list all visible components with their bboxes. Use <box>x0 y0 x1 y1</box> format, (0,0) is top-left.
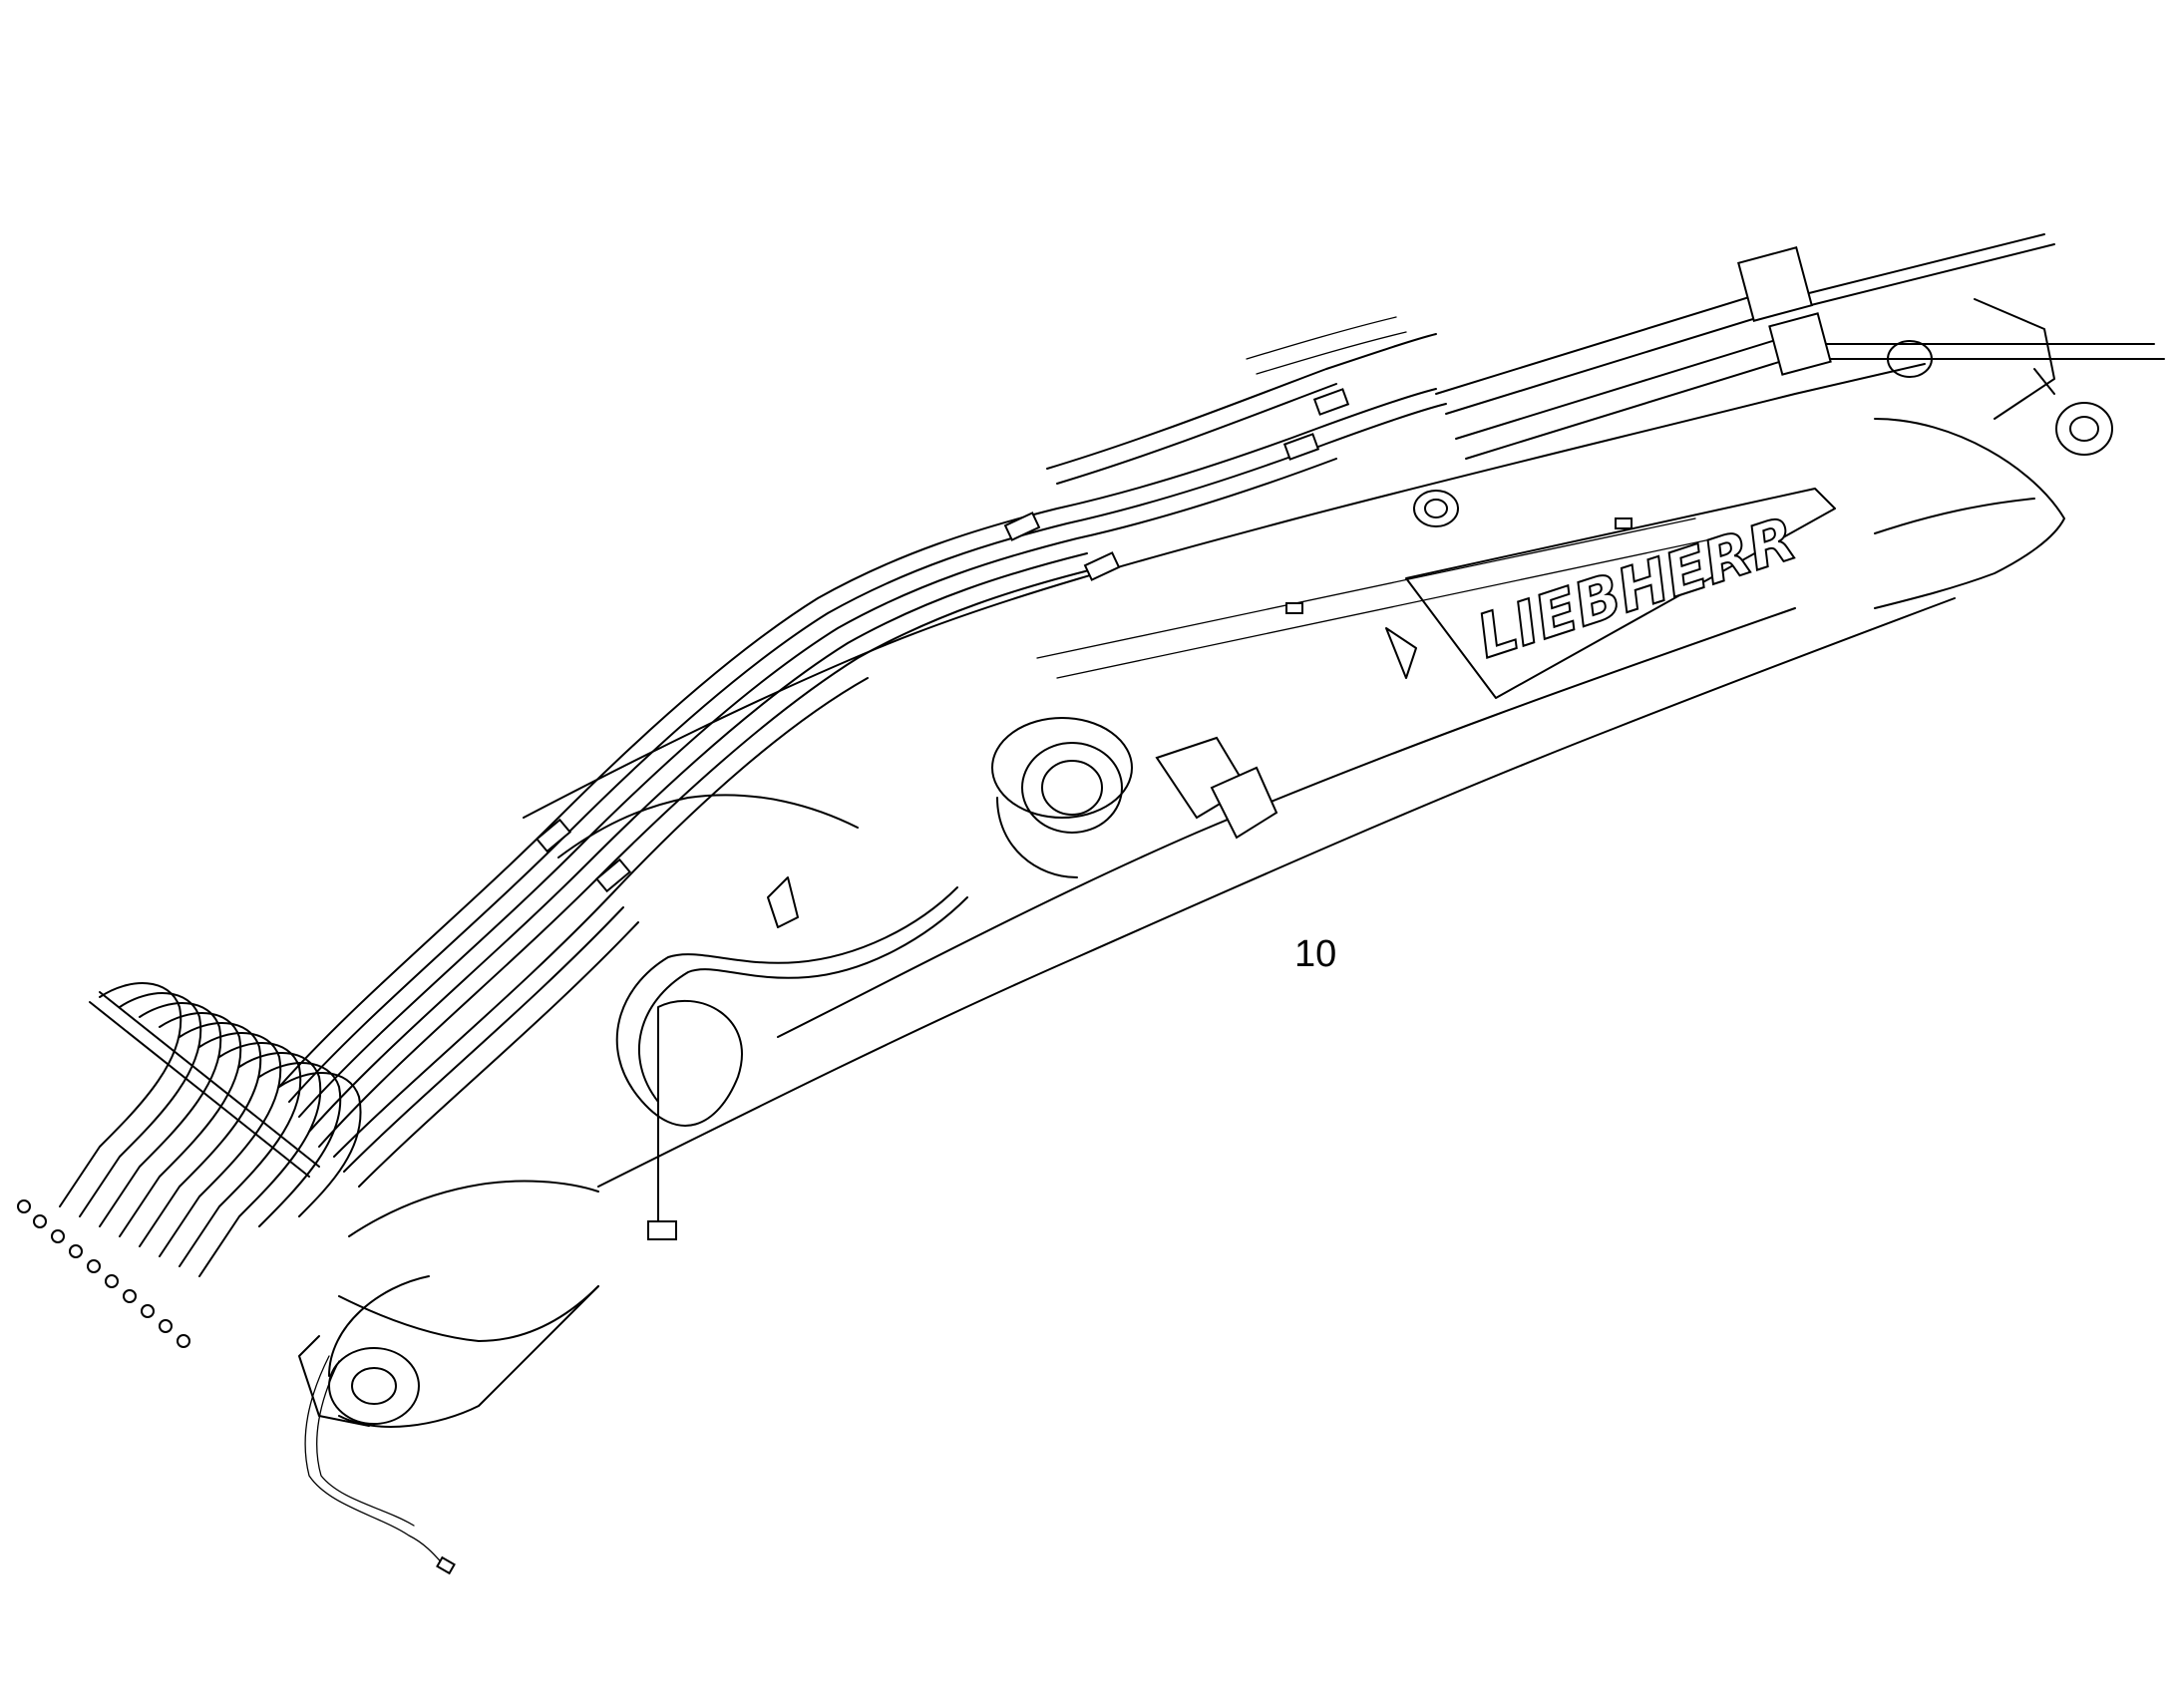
liebherr-logo: LIEBHERR <box>1468 503 1805 673</box>
hydraulic-hose-bundle <box>278 316 1447 1188</box>
loose-hose <box>615 886 968 1240</box>
liebherr-logo-text: LIEBHERR <box>1469 504 1804 672</box>
lifting-eye <box>767 490 1633 928</box>
wire-harness <box>304 1355 456 1575</box>
boom-body <box>298 363 2065 1428</box>
part-number-label: 10 <box>1294 933 1337 975</box>
front-hose-loops <box>17 982 362 1348</box>
swivel-joint <box>991 717 1133 878</box>
boom-cylinders <box>1435 233 2165 460</box>
step-pad <box>1155 736 1278 840</box>
